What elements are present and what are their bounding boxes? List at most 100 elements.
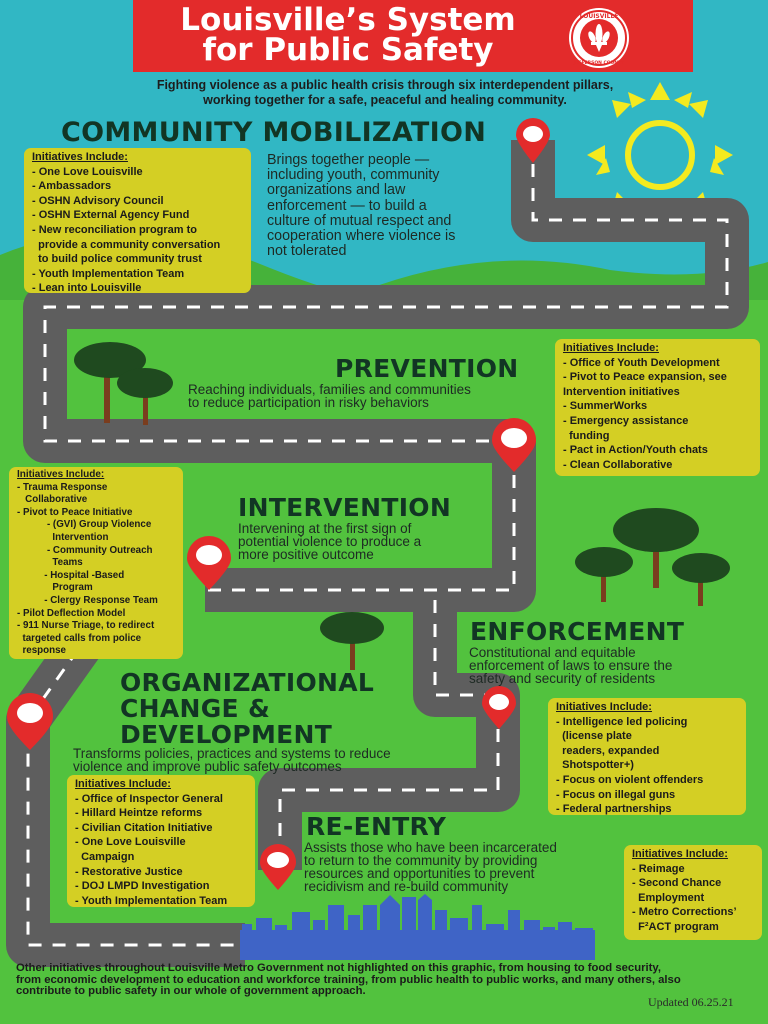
initiative-item: Employment [632,891,705,904]
text-line: more positive outcome [238,547,374,562]
initiative-item: - SummerWorks [563,400,648,413]
community-initiatives-box: Initiatives Include: - One Love Louisvil… [24,148,251,296]
initiative-item: - Clergy Response Team [17,594,158,606]
initiatives-title: Initiatives Include: [563,342,659,354]
initiative-item: - Restorative Justice [75,865,183,878]
initiative-item: - Hillard Heintze reforms [75,807,203,820]
updated-date: Updated 06.25.21 [648,995,734,1009]
prevention-description: Reaching individuals, families and commu… [188,382,471,410]
intervention-initiatives-box: Initiatives Include: - Trauma Response C… [9,467,183,659]
initiative-item: - Reimage [632,862,685,875]
text-line: to reduce participation in risky behavio… [188,395,429,410]
initiative-item: Program [17,582,93,594]
map-pin-icon [515,117,551,163]
initiative-item: readers, expanded [556,744,660,757]
initiative-item: - One Love Louisville [75,836,186,849]
text-line: safety and security of residents [469,671,656,686]
svg-text:JEFFERSON COUNTY: JEFFERSON COUNTY [573,60,625,66]
organizational-change-description: Transforms policies, practices and syste… [73,746,391,774]
title-line: Louisville’s System [180,2,516,38]
city-seal-icon: LOUISVILLE JEFFERSON COUNTY [569,8,629,68]
text-line: resources and opportunities to prevent [304,866,535,881]
initiative-item: - OSHN Advisory Council [32,194,164,207]
reentry-heading: RE-ENTRY [306,812,447,841]
text-line: Reaching individuals, families and commu… [188,382,471,397]
initiative-item: - Metro Corrections’ [632,906,737,919]
initiative-item: - OSHN External Agency Fund [32,209,190,222]
text-line: enforcement — to build a [267,197,427,214]
initiative-item: - Pivot to Peace Initiative [17,506,133,518]
initiative-item: - Hospital -Based [17,569,125,581]
text-line: Transforms policies, practices and syste… [73,746,391,761]
initiative-item: - Youth Implementation Team [32,267,185,280]
initiative-item: Teams [17,557,83,569]
text-line: recidivism and re-build community [304,879,509,894]
text-line: cooperation where violence is [267,228,456,245]
initiative-item: Campaign [75,850,135,863]
map-pin-icon [187,536,231,590]
text-line: potential violence to produce a [238,534,422,549]
initiative-item: funding [563,429,610,442]
reentry-initiatives-box: Initiatives Include: - Reimage- Second C… [624,845,762,940]
initiative-item: - Lean into Louisville [32,282,142,295]
text-line: Intervening at the first sign of [238,521,412,536]
initiative-item: provide a community conversation [32,238,221,251]
initiative-item: - 911 Nurse Triage, to redirect [17,620,155,632]
road [6,140,749,967]
reentry-description: Assists those who have been incarcerated… [304,841,557,894]
initiatives-list: - Reimage- Second Chance Employment- Met… [632,862,756,935]
page-title: Louisville’s System for Public Safety [133,2,563,66]
initiatives-list: - Office of Inspector General - Hillard H… [75,792,249,909]
initiative-item: - Ambassadors [32,180,112,193]
community-mobilization-description: Brings together people —including youth,… [267,152,456,260]
initiative-item: - One Love Louisville [32,165,143,178]
initiative-item: - DOJ LMPD Investigation [75,880,210,893]
map-pin-icon [260,844,296,890]
initiative-item: to build police community trust [32,253,202,266]
text-line: including youth, community [267,167,440,184]
footer-note: Other initiatives throughout Louisville … [16,962,756,998]
organizational-initiatives-box: Initiatives Include: - Office of Inspect… [67,775,255,907]
heading-line: CHANGE & [120,694,271,723]
svg-text:LOUISVILLE: LOUISVILLE [580,13,619,20]
initiative-item: Intervention [17,531,109,543]
text-line: not tolerated [267,243,347,260]
text-line: violence and improve public safety outco… [73,759,342,774]
initiatives-title: Initiatives Include: [75,778,171,790]
tree-icon [320,612,384,670]
initiative-item: - Trauma Response [17,481,108,493]
initiative-item: - Pilot Deflection Model [17,607,126,619]
initiatives-title: Initiatives Include: [632,848,728,860]
intro-line: working together for a safe, peaceful an… [203,93,567,107]
intro-text: Fighting violence as a public health cri… [80,78,690,108]
map-pin-icon [6,692,53,750]
city-skyline-icon [240,894,595,960]
initiative-item: - Pivot to Peace expansion, see [563,371,727,384]
community-mobilization-heading: COMMUNITY MOBILIZATION [61,117,487,148]
initiative-item: - Focus on violent offenders [556,773,704,786]
intro-line: Fighting violence as a public health cri… [156,78,614,92]
initiative-item: - Office of Youth Development [563,356,720,369]
initiatives-title: Initiatives Include: [556,701,652,713]
initiative-item: response [17,645,67,657]
initiative-item: - Emergency assistance [563,414,689,427]
initiative-item: - Pact in Action/Youth chats [563,444,708,457]
text-line: culture of mutual respect and [267,212,452,229]
map-pin-icon [492,418,536,472]
initiative-item: - Community Outreach [17,544,153,556]
initiative-item: - (GVI) Group Violence [17,519,152,531]
initiative-item: - Office of Inspector General [75,792,223,805]
initiatives-list: - Office of Youth Development - Pivot to … [563,356,754,473]
initiatives-title: Initiatives Include: [17,469,105,480]
initiative-item: - Intelligence led policing [556,715,688,728]
initiative-item: - New reconciliation program to [32,223,198,236]
initiatives-list: - Trauma Response Collaborative- Pivot t… [17,482,177,658]
text-line: Constitutional and equitable [469,645,636,660]
initiatives-list: - One Love Louisville- Ambassadors- OSHN… [32,165,245,296]
initiative-item: - Federal partnerships [556,803,672,816]
text-line: contribute to public safety in our whole… [16,985,366,997]
tree-icon [74,342,173,425]
enforcement-initiatives-box: Initiatives Include: - Intelligence led … [548,698,746,815]
